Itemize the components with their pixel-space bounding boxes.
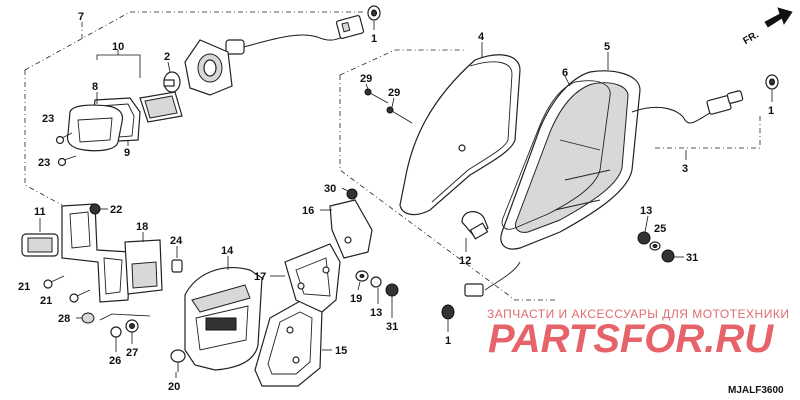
part-19-washer [355, 270, 369, 291]
callout-19: 19 [350, 293, 362, 305]
callout-23: 23 [42, 113, 54, 125]
callout-11: 11 [34, 206, 46, 218]
callout-29-second: 29 [388, 87, 400, 99]
callout-1-right: 1 [768, 105, 774, 117]
callout-23-second: 23 [38, 157, 50, 169]
callout-30: 30 [324, 183, 336, 195]
part-15-plate-gasket [254, 299, 332, 387]
callout-3: 3 [682, 163, 688, 175]
leader-10-bracket [96, 50, 141, 146]
part-17-stay [270, 243, 341, 313]
part-16-bracket [320, 199, 373, 259]
callout-15: 15 [335, 345, 347, 357]
callout-18: 18 [136, 221, 148, 233]
part-18-license-bracket [61, 203, 163, 303]
front-direction-arrow: FR. [741, 7, 793, 47]
callout-28: 28 [58, 313, 70, 325]
part-21-screw-b [69, 289, 91, 303]
callout-6: 6 [562, 67, 568, 79]
callout-7: 7 [78, 11, 84, 23]
part-25-washer [649, 241, 661, 251]
front-arrow-icon [764, 7, 793, 28]
callout-16: 16 [302, 205, 314, 217]
callout-21-second: 21 [40, 295, 52, 307]
part-24-clip [171, 246, 183, 273]
callout-9: 9 [124, 147, 130, 159]
callout-5: 5 [604, 41, 610, 53]
callout-4: 4 [478, 31, 485, 43]
part-socket-housing [184, 39, 233, 96]
callout-2: 2 [164, 51, 170, 63]
callout-20: 20 [168, 381, 180, 393]
diagram-code: MJALF3600 [728, 385, 784, 396]
part-23-screw-b [57, 155, 77, 167]
part-22-bolt [89, 203, 108, 215]
group-outline-license-light [24, 11, 365, 206]
watermark-tagline: ЗАПЧАСТИ И АКСЕССУАРЫ ДЛЯ МОТОТЕХНИКИ [487, 307, 789, 321]
part-13-collar-center [370, 276, 382, 304]
part-30-nut [341, 187, 358, 200]
callout-17: 17 [254, 271, 266, 283]
part-11-reflector [21, 218, 59, 257]
part-31-nut-center [385, 283, 399, 318]
callout-27: 27 [126, 347, 138, 359]
part-6-gasket [501, 75, 611, 230]
part-2-license-bulb [163, 61, 181, 93]
part-4-outer-lens [399, 42, 521, 216]
callout-1: 1 [371, 33, 377, 45]
part-lens-seal-strip [139, 91, 183, 123]
watermark: ЗАПЧАСТИ И АКСЕССУАРЫ ДЛЯ МОТОТЕХНИКИ PA… [487, 307, 789, 361]
part-7-license-light-harness [225, 15, 365, 55]
callout-1-bottom: 1 [445, 335, 451, 347]
part-8-license-lens [66, 104, 124, 152]
part-14-light-cover [184, 256, 263, 371]
callout-31-right: 31 [686, 252, 698, 264]
front-marker-label: FR. [741, 29, 761, 47]
callout-25: 25 [654, 223, 666, 235]
callout-labels: 7 1 10 8 2 23 23 9 4 5 6 29 29 1 3 30 16… [18, 11, 774, 393]
part-13-collar-right [637, 215, 651, 245]
part-21-screw-a [43, 275, 65, 289]
callout-24: 24 [170, 235, 183, 247]
callout-21: 21 [18, 281, 30, 293]
callout-13-center: 13 [370, 307, 382, 319]
callout-10: 10 [112, 41, 124, 53]
callout-12: 12 [459, 255, 471, 267]
part-1-grommet-top [367, 5, 381, 30]
callout-22: 22 [110, 204, 122, 216]
part-29-screw-b [386, 97, 413, 124]
callout-13-right: 13 [640, 205, 652, 217]
callout-29: 29 [360, 73, 372, 85]
part-31-nut-right [661, 249, 684, 263]
part-1-grommet-right [765, 74, 779, 102]
callout-8: 8 [92, 81, 98, 93]
part-5-taillight-housing [500, 52, 641, 250]
group-outline-taillight [339, 49, 761, 301]
part-bulb-socket-wire [464, 261, 521, 297]
part-23-screw-a [55, 132, 73, 145]
callout-14: 14 [221, 245, 234, 257]
part-28-nut [76, 312, 95, 324]
part-3-taillight-harness [631, 90, 744, 160]
part-29-screw-a [364, 83, 389, 104]
callout-31-center: 31 [386, 321, 398, 333]
leader-bracket-bottom [99, 313, 151, 321]
part-27-grommet [125, 319, 139, 344]
callout-26: 26 [109, 355, 121, 367]
part-26-collar [110, 326, 122, 352]
watermark-logo: PARTSFOR.RU [488, 317, 774, 361]
part-12-tail-bulb [461, 211, 489, 252]
part-1-grommet-bottom [441, 304, 455, 332]
part-20-bolt [170, 349, 186, 378]
